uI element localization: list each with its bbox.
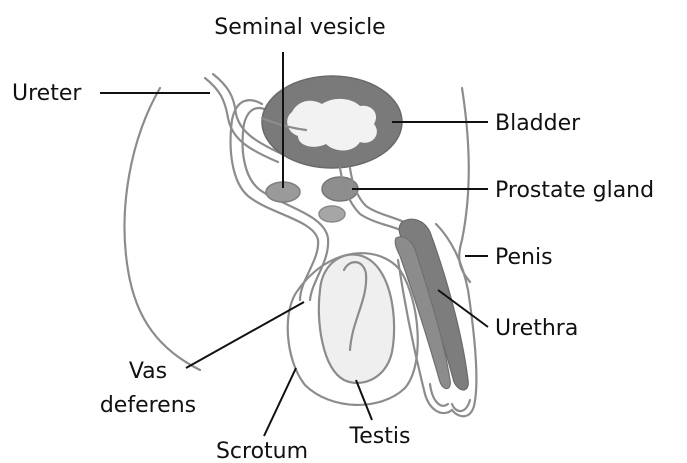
urethra-channel-inner bbox=[350, 168, 414, 228]
label-ureter: Ureter bbox=[12, 81, 82, 106]
label-testis: Testis bbox=[349, 424, 411, 449]
label-seminal-vesicle: Seminal vesicle bbox=[214, 15, 385, 40]
leader-scrotum bbox=[264, 368, 296, 436]
leader-testis bbox=[356, 380, 372, 420]
body-outline-left bbox=[125, 88, 200, 370]
label-vas-deferens-line1: Vas bbox=[129, 359, 167, 384]
label-prostate-gland: Prostate gland bbox=[495, 178, 654, 203]
label-scrotum: Scrotum bbox=[216, 439, 308, 463]
label-penis: Penis bbox=[495, 245, 553, 270]
label-vas-deferens-line2: deferens bbox=[100, 393, 196, 418]
label-urethra: Urethra bbox=[495, 316, 578, 341]
leader-vas-deferens bbox=[186, 302, 304, 368]
anatomy-illustration bbox=[125, 74, 477, 416]
bulbourethral-gland-shape bbox=[319, 206, 345, 222]
body-outline-right bbox=[459, 88, 470, 282]
label-bladder: Bladder bbox=[495, 111, 581, 136]
